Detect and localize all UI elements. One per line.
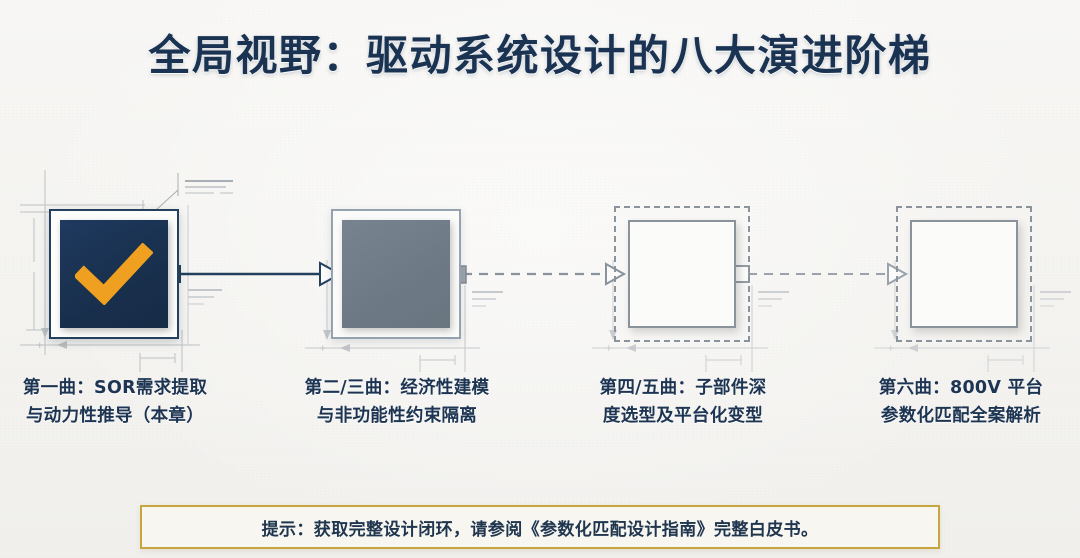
stage-caption-1-line-1: 第一曲：SOR需求提取	[22, 378, 208, 398]
filled-square-icon	[342, 220, 450, 328]
blueprint-ticks-node-4	[1040, 291, 1071, 307]
blueprint-ticks-node-3	[758, 291, 789, 307]
empty-square-icon	[628, 220, 736, 328]
connector-1-2	[163, 261, 343, 287]
stage-node-3-dashed-outline	[614, 206, 750, 342]
stage-node-2[interactable]	[331, 209, 461, 339]
stage-caption-1: 第一曲：SOR需求提取 与动力性推导（本章）	[0, 374, 230, 431]
stage-caption-3-line-1: 第四/五曲：子部件深	[599, 378, 767, 398]
blueprint-ticks-node-1	[188, 289, 222, 305]
stage-caption-4-line-2: 参数化匹配全案解析	[880, 406, 1042, 427]
footer-note-banner: 提示：获取完整设计闭环，请参阅《参数化匹配设计指南》完整白皮书。	[140, 505, 940, 549]
stage-node-1-fill	[60, 220, 168, 328]
stage-caption-2-line-2: 与非功能性约束隔离	[316, 406, 478, 427]
stage-node-3[interactable]	[614, 206, 750, 342]
stage-caption-3: 第四/五曲：子部件深 度选型及平台化变型	[558, 374, 808, 431]
stage-caption-2-line-1: 第二/三曲：经济性建模	[304, 378, 490, 398]
page-title: 全局视野：驱动系统设计的八大演进阶梯	[148, 31, 932, 80]
connector-3-4	[732, 262, 909, 286]
stage-caption-4-line-1: 第六曲：800V 平台	[878, 378, 1044, 398]
stage-caption-1-line-2: 与动力性推导（本章）	[26, 406, 204, 427]
blueprint-plus-glyph-4: +	[887, 344, 895, 354]
stage-caption-2: 第二/三曲：经济性建模 与非功能性约束隔离	[272, 374, 522, 431]
check-icon	[60, 220, 168, 328]
page-title-container: 全局视野：驱动系统设计的八大演进阶梯	[0, 22, 1080, 83]
blueprint-ticks-node-2	[472, 291, 503, 307]
stage-node-1[interactable]	[49, 209, 179, 339]
footer-note-text: 提示：获取完整设计闭环，请参阅《参数化匹配设计指南》完整白皮书。	[261, 519, 819, 540]
stage-caption-3-line-2: 度选型及平台化变型	[602, 406, 764, 427]
empty-square-icon	[910, 220, 1018, 328]
stage-caption-4: 第六曲：800V 平台 参数化匹配全案解析	[845, 374, 1077, 431]
blueprint-plus-glyph-3: +	[605, 344, 613, 354]
blueprint-plus-glyph: +	[36, 341, 44, 351]
blueprint-plus-glyph-2: +	[319, 344, 327, 354]
stage-node-4[interactable]	[896, 206, 1032, 342]
connector-2-3	[448, 262, 627, 286]
stage-node-4-dashed-outline	[896, 206, 1032, 342]
